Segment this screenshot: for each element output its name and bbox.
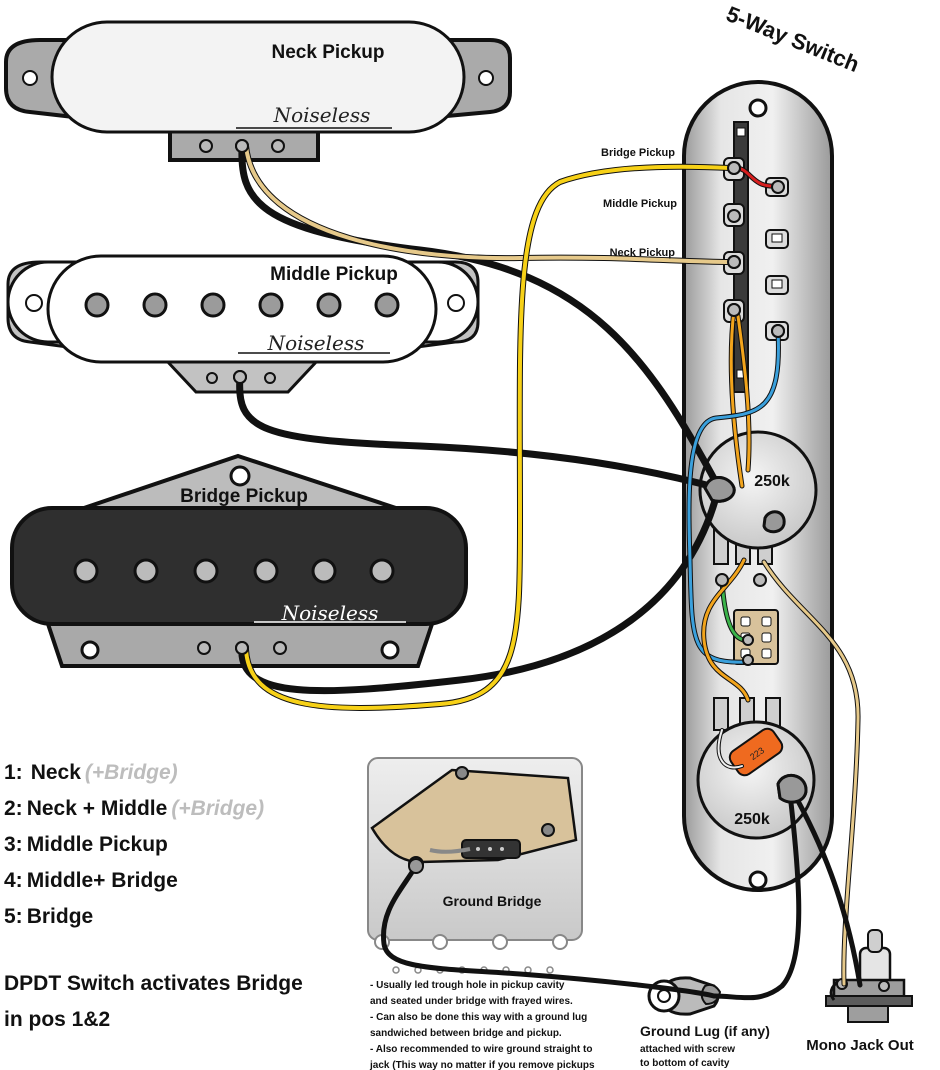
position-4: 4:Middle+ Bridge [4, 869, 178, 892]
switch-lug-neck-label: Neck Pickup [610, 247, 676, 259]
solder-joints [233, 139, 808, 874]
ground-bridge-notes: - Usually led trough hole in pickup cavi… [369, 980, 595, 1070]
neck-pickup-label: Neck Pickup [272, 42, 385, 63]
dpdt-note-line-1: DPDT Switch activates Bridge [4, 972, 303, 995]
ground-lug-title: Ground Lug (if any) [640, 1023, 770, 1039]
switch-lug-bridge-label: Bridge Pickup [601, 147, 675, 159]
svg-text:- Usually led trough hole in p: - Usually led trough hole in pickup cavi… [370, 980, 565, 991]
position-3: 3:Middle Pickup [4, 833, 168, 856]
tone-pot-value: 250k [734, 811, 770, 828]
svg-text:jack (This way no matter if yo: jack (This way no matter if you remove p… [369, 1060, 595, 1070]
svg-text:- Also recommended to wire gro: - Also recommended to wire ground straig… [370, 1044, 592, 1055]
plate-screw-top [748, 98, 768, 118]
svg-text:sandwiched between bridge and: sandwiched between bridge and pickup. [370, 1028, 562, 1039]
position-list: 1:Neck(+Bridge) 2:Neck + Middle(+Bridge)… [4, 761, 303, 1031]
middle-pickup-label: Middle Pickup [270, 264, 398, 285]
mono-jack [825, 929, 913, 1023]
plate-screw-bottom [748, 870, 768, 890]
ground-bridge-title: Ground Bridge [443, 893, 542, 909]
wires [236, 142, 863, 1001]
middle-pickup: Middle Pickup Noiseless [6, 254, 480, 394]
svg-text:and seated under bridge with f: and seated under bridge with frayed wire… [370, 996, 573, 1007]
position-2: 2:Neck + Middle(+Bridge) [4, 797, 264, 820]
neck-pickup-brand: Noiseless [273, 103, 371, 127]
position-1: 1:Neck(+Bridge) [4, 761, 178, 784]
svg-text:- Can also be done this way wi: - Can also be done this way with a groun… [370, 1012, 587, 1023]
bridge-pickup-brand: Noiseless [281, 601, 379, 625]
ground-lug-line-1: attached with screw [640, 1044, 735, 1055]
bridge-pickup: Bridge Pickup Noiseless [10, 453, 468, 668]
jack-title: Mono Jack Out [806, 1037, 914, 1054]
dpdt-note-line-2: in pos 1&2 [4, 1008, 110, 1031]
ground-lug-line-2: to bottom of cavity [640, 1058, 730, 1069]
switch-lug-middle-label: Middle Pickup [603, 198, 677, 210]
volume-pot-value: 250k [754, 473, 790, 490]
dpdt-switch[interactable] [733, 609, 779, 665]
ground-bridge: Ground Bridge [367, 757, 583, 974]
position-5: 5:Bridge [4, 905, 93, 928]
bridge-pickup-label: Bridge Pickup [180, 486, 308, 507]
middle-pickup-brand: Noiseless [267, 331, 365, 355]
neck-pickup: Neck Pickup Noiseless [3, 20, 512, 162]
tone-pot[interactable]: 250k 223 [696, 697, 816, 840]
switch-title: 5-Way Switch [723, 1, 863, 77]
